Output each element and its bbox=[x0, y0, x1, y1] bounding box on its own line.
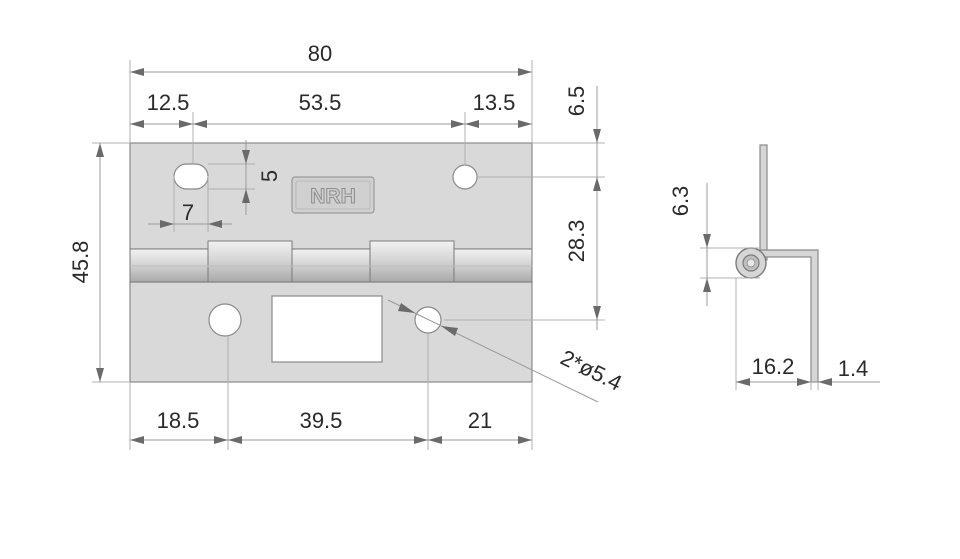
slot-dimensions: 5 7 bbox=[148, 140, 282, 232]
hinge-side-view bbox=[735, 144, 819, 383]
top-dimensions: 80 12.5 53.5 13.5 bbox=[129, 41, 533, 165]
dim-overall-width: 80 bbox=[308, 41, 332, 66]
upper-left-slot bbox=[173, 163, 209, 190]
dim-right-hole-offset-bottom: 21 bbox=[468, 408, 492, 433]
side-vertical-leaf bbox=[759, 144, 768, 261]
lower-left-hole bbox=[208, 303, 242, 337]
side-view-dimensions: 6.3 16.2 1.4 bbox=[668, 183, 880, 390]
right-vertical-dimensions: 6.5 28.3 bbox=[444, 86, 605, 330]
dim-pin-offset: 6.3 bbox=[668, 186, 693, 217]
dim-side-width: 16.2 bbox=[752, 354, 795, 379]
dim-hole-diameter: 2*ø5.4 bbox=[557, 345, 626, 396]
left-height-dimension: 45.8 bbox=[68, 142, 130, 383]
dim-slot-height: 5 bbox=[257, 170, 282, 182]
dim-right-hole-offset-top: 13.5 bbox=[473, 90, 516, 115]
logo-text: NRH bbox=[310, 185, 356, 208]
dim-left-hole-offset-top: 12.5 bbox=[147, 90, 190, 115]
dim-hole-vertical-spacing: 28.3 bbox=[564, 220, 589, 263]
dim-hole-spacing-bottom: 39.5 bbox=[300, 408, 343, 433]
dim-slot-width: 7 bbox=[182, 200, 194, 225]
lower-rectangular-cutout bbox=[271, 295, 383, 363]
dim-overall-height: 45.8 bbox=[68, 241, 93, 284]
dim-left-hole-offset-bottom: 18.5 bbox=[157, 408, 200, 433]
dim-hole-spacing-top: 53.5 bbox=[299, 90, 342, 115]
bottom-dimensions: 18.5 39.5 21 bbox=[129, 333, 533, 450]
dim-thickness: 1.4 bbox=[838, 356, 869, 381]
hinge-front-view: NRH bbox=[129, 142, 533, 383]
dim-top-margin: 6.5 bbox=[564, 86, 589, 117]
nrh-logo: NRH bbox=[291, 176, 375, 214]
upper-right-hole bbox=[452, 164, 478, 190]
lower-right-hole bbox=[414, 306, 442, 334]
hinge-knuckles bbox=[129, 240, 533, 283]
